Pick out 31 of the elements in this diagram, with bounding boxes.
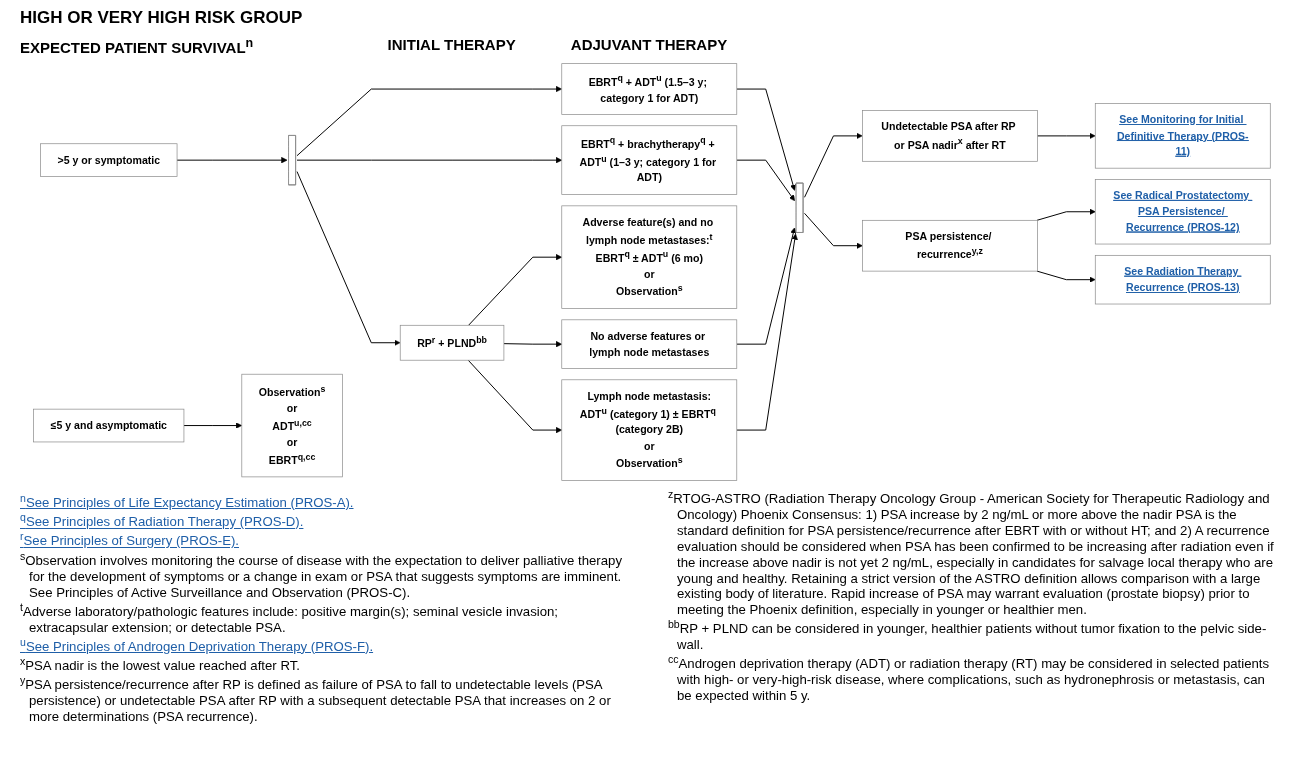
junction-bar: [287, 135, 296, 186]
footnote: $^{y}$PSA persistence/recurrence after RP is defined as failure of PSA to fall to undetectable levels (PSA persistence) or undetectable PSA after RP with a subsequent detectable PSA that increases on 2 or more determinations (PSA recurrence).: [20, 674, 612, 726]
step-box: RP$^{r}$ + PLND$^{bb}$: [399, 324, 504, 361]
junction-bar: [795, 182, 803, 233]
diagram-title: HIGH OR VERY HIGH RISK GROUP: [20, 8, 303, 28]
footnote: $^{u}$See Principles of Androgen Deprivation Therapy (PROS-F).: [20, 635, 375, 655]
footnote: $^{t}$Adverse laboratory/pathologic features include: positive margin(s); seminal vesicle invasion; extracapsular extension; or detectable PSA.: [20, 600, 560, 636]
column-header: ADJUVANT THERAPY: [570, 36, 728, 53]
reference-link: See Radical Prostatectomy PSA Persistence/ Recurrence (PROS-12): [1094, 179, 1271, 245]
column-header: EXPECTED PATIENT SURVIVAL$^{n}$: [20, 36, 254, 56]
step-box: PSA persistence/ recurrence$^{y,z}$: [861, 219, 1038, 272]
step-box: >5 y or symptomatic: [39, 143, 177, 177]
footnote: $^{s}$Observation involves monitoring the course of disease with the expectation to deliver palliative therapy for the development of symptoms or a change in exam or PSA that suggests symptoms are imminent. See Principles of Active Surveillance and Observation (PROS-C).: [20, 549, 623, 601]
step-box: No adverse features or lymph node metastases: [560, 319, 737, 369]
column-header: INITIAL THERAPY: [387, 36, 516, 53]
footnote: $^{n}$See Principles of Life Expectancy Estimation (PROS-A).: [20, 492, 355, 512]
step-box: Undetectable PSA after RP or PSA nadir$^{x}$ after RT: [861, 110, 1038, 162]
footnote: $^{q}$See Principles of Radiation Therapy (PROS-D).: [20, 511, 305, 531]
footnote: $^{cc}$Androgen deprivation therapy (ADT) or radiation therapy (RT) may be considered in selected patients with high- or very-high-risk disease, where complications, such as hydronephrosis or metastasis, can be expected within 5 y.: [668, 653, 1271, 705]
footnote: $^{z}$RTOG-ASTRO (Radiation Therapy Oncology Group - American Society for Therapeutic Radiology and Oncology) Phoenix Consensus: 1) PSA increase by 2 ng/mL or more above the nadir PSA is the standard definition for PSA persistence/recurrence after EBRT with or without HT; and 2) A recurrence evaluation should be considered when PSA has been confirmed to be increasing after radiation even if the increase above nadir is not yet 2 ng/mL, especially in candidates for salvage local therapy who are young and healthy. Retaining a strict version of the ASTRO definition allows comparison with a large existing body of literature. Rapid increase of PSA may warrant evaluation (prostate biopsy) prior to meeting the Phoenix definition, especially in younger or healthier men.: [668, 488, 1275, 619]
reference-link: See Radiation Therapy Recurrence (PROS-13): [1094, 254, 1271, 305]
step-box: Observation$^{s}$ or ADT$^{u,cc}$ or EBRT$^{q,cc}$: [240, 373, 343, 478]
footnote: $^{r}$See Principles of Surgery (PROS-E).: [20, 530, 240, 550]
step-box: ≤5 y and asymptomatic: [32, 408, 184, 443]
reference-link: See Monitoring for Initial Definitive Therapy (PROS-11): [1094, 103, 1271, 169]
footnote: $^{bb}$RP + PLND can be considered in younger, healthier patients without tumor fixation to the pelvic side-wall.: [668, 618, 1268, 654]
step-box: EBRT$^{q}$ + ADT$^{u}$ (1.5–3 y; category 1 for ADT): [560, 63, 737, 115]
step-box: EBRT$^{q}$ + brachytherapy$^{q}$ + ADT$^{u}$ (1–3 y; category 1 for ADT): [560, 125, 737, 195]
footnote: $^{x}$PSA nadir is the lowest value reached after RT.: [20, 654, 301, 675]
step-box: Lymph node metastasis: ADT$^{u}$ (category 1) ± EBRT$^{q}$ (category 2B) or Observation$^{s}$: [560, 379, 737, 481]
step-box: Adverse feature(s) and no lymph node metastases:$^{t}$ EBRT$^{q}$ ± ADT$^{u}$ (6 mo) or Observation$^{s}$: [560, 205, 737, 309]
